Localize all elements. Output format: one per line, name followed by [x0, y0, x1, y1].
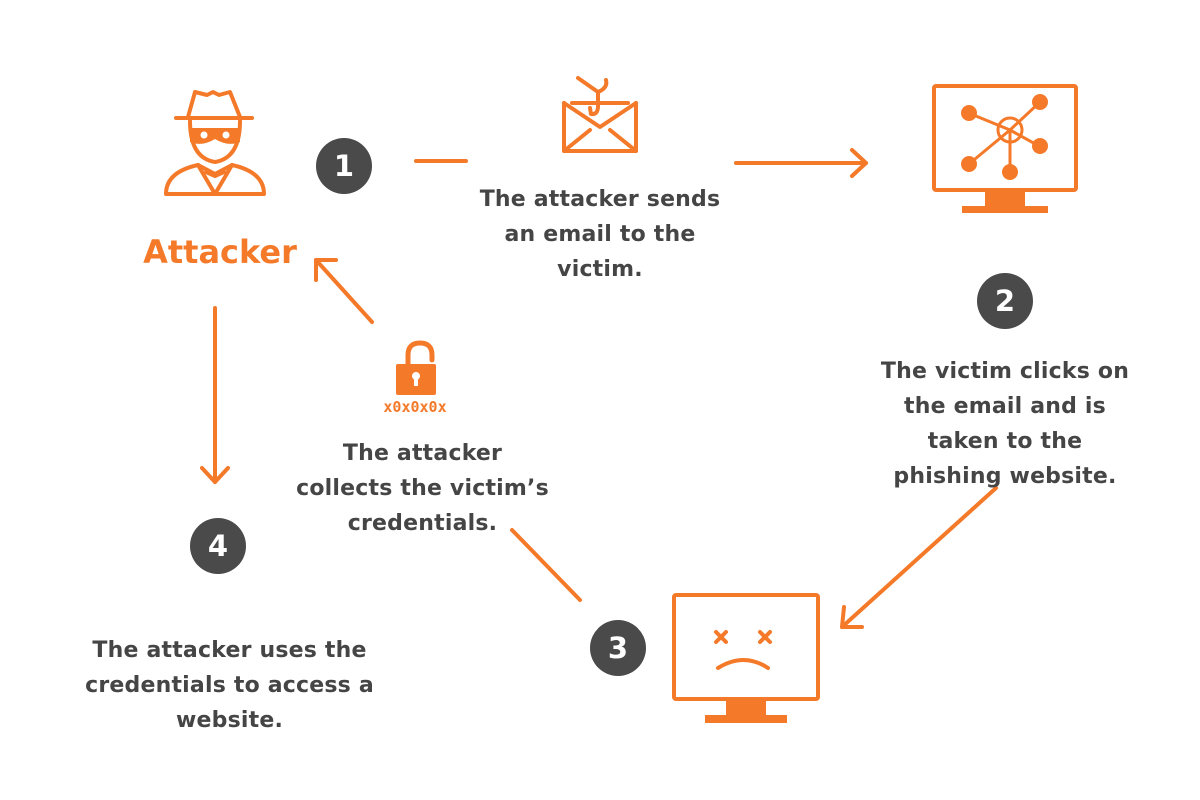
arrow-credentials-to-attacker — [314, 258, 374, 324]
step-4-badge: 4 — [190, 518, 246, 574]
arrow-sad-monitor-to-credentials — [510, 528, 582, 602]
step-3-badge: 3 — [590, 620, 646, 676]
step-2-description: The victim clicks on the email and is ta… — [860, 354, 1150, 494]
step-1-line: The attacker sends — [479, 187, 721, 212]
step-2-line: taken to the — [927, 429, 1083, 454]
step-1-line: victim. — [557, 257, 643, 282]
attacker-label: Attacker — [143, 233, 297, 271]
network-monitor-icon — [932, 84, 1078, 213]
credentials-line: The attacker — [342, 441, 503, 466]
step-2-line: The victim clicks on — [880, 359, 1130, 384]
step-4-line: The attacker uses the — [92, 638, 367, 663]
step-2-line: phishing website. — [893, 464, 1117, 489]
credentials-description: The attacker collects the victim’s crede… — [285, 436, 560, 541]
phishing-email-icon — [562, 76, 638, 153]
step-1-line: an email to the — [504, 222, 696, 247]
arrow-attacker-to-step4 — [200, 306, 230, 484]
step-2-badge: 2 — [977, 273, 1033, 329]
step-1-badge: 1 — [316, 138, 372, 194]
arrow-email-to-victim — [734, 148, 868, 178]
unlocked-padlock-icon — [396, 340, 436, 395]
step-4-line: credentials to access a — [85, 673, 374, 698]
step-4-line: website. — [175, 708, 284, 733]
arrow-website-to-sad-monitor — [840, 486, 998, 629]
step-4-description: The attacker uses the credentials to acc… — [62, 633, 397, 738]
step-1-description: The attacker sends an email to the victi… — [450, 182, 750, 287]
sad-monitor-icon — [672, 593, 820, 723]
spy-hat-icon — [164, 90, 266, 196]
credentials-line: credentials. — [347, 511, 498, 536]
credentials-line: collects the victim’s — [296, 476, 549, 501]
password-text: x0x0x0x — [383, 398, 447, 416]
step-2-line: the email and is — [904, 394, 1106, 419]
